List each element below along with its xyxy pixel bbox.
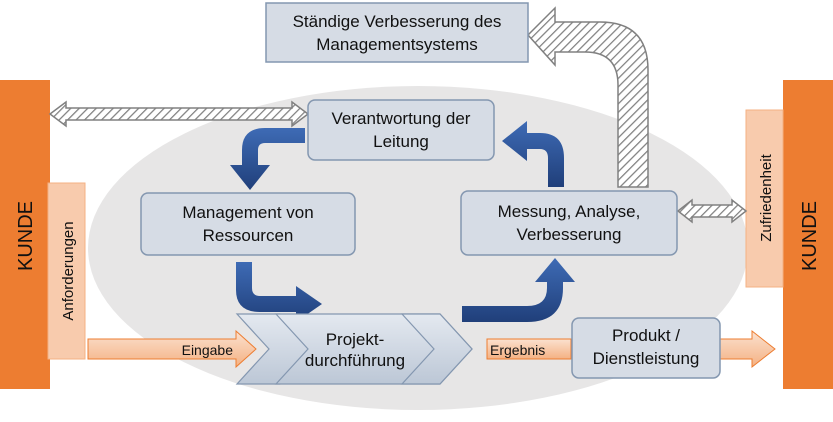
product-line1: Produkt / [612,326,680,345]
measurement-to-leadership-arrow [502,121,564,187]
customer-right-label: KUNDE [799,201,821,271]
leadership-line2: Leitung [373,132,429,151]
resources-to-project-arrow [236,262,322,322]
measurement-line2: Verbesserung [517,225,622,244]
satisfaction-panel: Zufriedenheit [745,109,784,288]
requirements-label: Anforderungen [60,221,77,320]
result-arrow: Ergebnis [486,338,572,360]
leadership-line1: Verantwortung der [332,109,471,128]
improvement-line2: Managementsystems [316,35,478,54]
resources-line2: Ressourcen [203,226,294,245]
project-label-line1: Projekt- [326,330,385,349]
input-arrow: Eingabe [87,329,257,369]
customer-right: KUNDE [783,80,833,389]
improvement-curved-arrow [526,6,649,188]
product-box: Produkt / Dienstleistung [571,317,721,379]
leadership-to-resources-arrow [230,128,305,190]
satisfaction-label: Zufriedenheit [758,153,775,241]
resources-box: Management von Ressourcen [140,192,356,256]
measurement-box: Messung, Analyse, Verbesserung [460,190,678,256]
requirements-panel: Anforderungen [47,182,86,360]
output-arrow [719,329,776,369]
resources-line1: Management von [182,203,313,222]
product-line2: Dienstleistung [593,349,700,368]
project-to-measurement-arrow [462,258,575,322]
input-label: Eingabe [182,342,234,358]
project-label-line2: durchführung [305,351,405,370]
customer-left-label: KUNDE [15,201,37,271]
measurement-line1: Messung, Analyse, [498,202,641,221]
project-chevrons [235,313,473,385]
result-label: Ergebnis [490,342,545,358]
improvement-box: Ständige Verbesserung des Managementsyst… [265,2,529,63]
leadership-box: Verantwortung der Leitung [307,99,495,161]
customer-left: KUNDE [0,80,50,389]
measurement-satisfaction-double-arrow [676,198,748,224]
improvement-line1: Ständige Verbesserung des [293,12,502,31]
